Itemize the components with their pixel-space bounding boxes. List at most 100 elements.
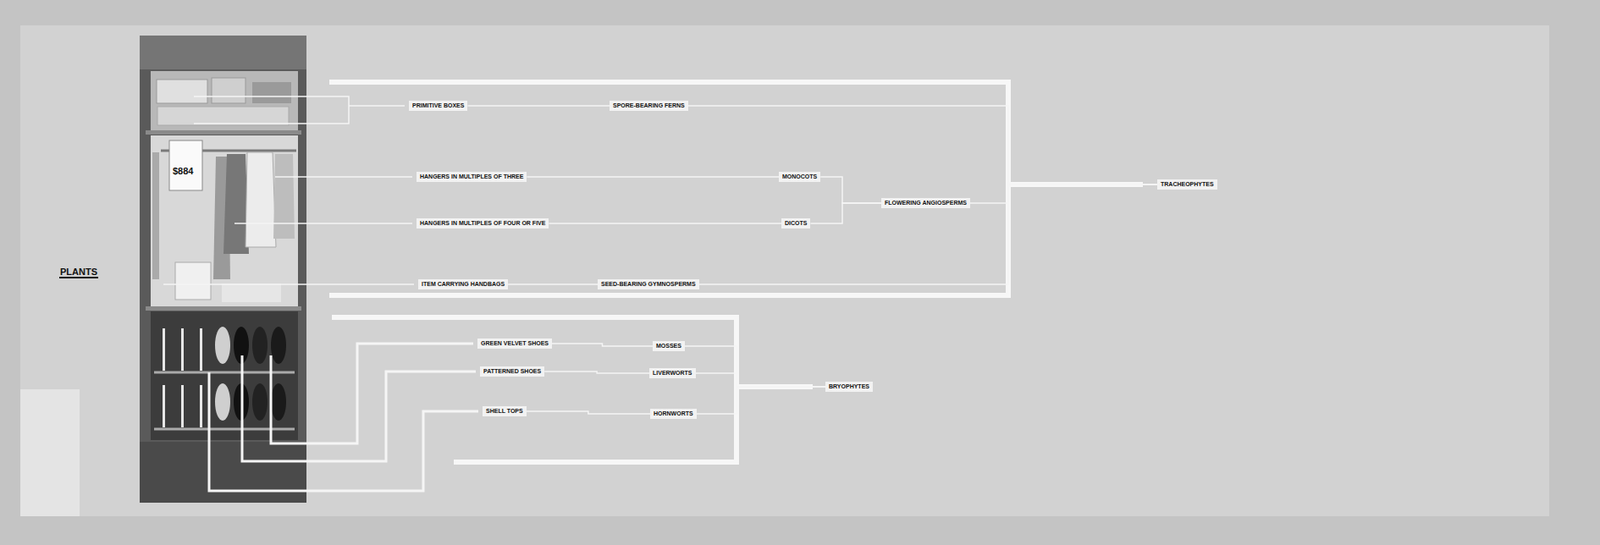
label-box: ITEM CARRYING HANDBAGS xyxy=(418,279,508,290)
node-text: SEED-BEARING GYMNOSPERMS xyxy=(601,281,696,288)
connector xyxy=(696,386,826,414)
label-box: BRYOPHYTES xyxy=(825,381,873,392)
connector xyxy=(688,105,1158,185)
closet-header xyxy=(139,35,307,70)
label-box: GREEN VELVET SHOES xyxy=(477,338,552,349)
garment xyxy=(273,154,295,239)
storage-box xyxy=(211,77,246,104)
leader-lines xyxy=(163,96,414,285)
leader-line xyxy=(242,355,476,462)
node-text: MOSSES xyxy=(656,342,682,350)
node-text: DICOTS xyxy=(784,220,807,227)
shoe-trees xyxy=(162,328,203,428)
node-text: FLOWERING ANGIOSPERMS xyxy=(884,199,967,207)
connector xyxy=(695,373,826,387)
label-box: TRACHEOPHYTES xyxy=(1157,179,1218,190)
node-text: ITEM CARRYING HANDBAGS xyxy=(421,281,505,288)
connector xyxy=(820,176,882,204)
node-text: SHELL TOPS xyxy=(485,408,524,415)
shoe-tree xyxy=(199,385,203,428)
shoe-tree xyxy=(162,385,166,428)
price-label: $884 xyxy=(172,165,194,177)
shoe xyxy=(252,383,268,421)
node-text: GREEN VELVET SHOES xyxy=(480,340,549,348)
leader-line xyxy=(209,372,479,492)
label-box: LIVERWORTS xyxy=(649,368,696,379)
shoe xyxy=(252,326,268,365)
shoe xyxy=(215,383,231,421)
connector xyxy=(548,222,782,225)
garment xyxy=(223,154,249,254)
shoe-tree xyxy=(181,385,184,428)
connector xyxy=(526,176,779,178)
shoe xyxy=(270,326,287,365)
handbag xyxy=(175,262,211,300)
shelf xyxy=(145,130,302,135)
connector xyxy=(684,346,826,387)
node-text: PATTERNED SHOES xyxy=(483,368,541,376)
label-box: HANGERS IN MULTIPLES OF THREE xyxy=(416,171,527,183)
label-box: PRIMITIVE BOXES xyxy=(408,100,468,111)
closet-frame xyxy=(139,35,307,503)
connector xyxy=(810,203,882,224)
paper-panel xyxy=(20,25,1550,517)
connector xyxy=(970,184,1158,204)
folded-item xyxy=(221,283,282,303)
label-box: HANGERS IN MULTIPLES OF FOUR OR FIVE xyxy=(416,218,549,229)
label-box: MOSSES xyxy=(652,341,685,352)
top-shelf xyxy=(150,71,298,131)
storage-box xyxy=(156,79,208,104)
closet-base xyxy=(139,441,307,503)
label-box: PATTERNED SHOES xyxy=(480,366,545,377)
node-text: TRACHEOPHYTES xyxy=(1160,181,1214,188)
tracheophyte-bracket xyxy=(329,82,1009,296)
shoe-rail xyxy=(154,371,295,375)
shelf xyxy=(145,306,302,311)
storage-box xyxy=(157,106,289,126)
bryophyte-bracket xyxy=(331,317,737,463)
node-text: HANGERS IN MULTIPLES OF FOUR OR FIVE xyxy=(419,220,546,227)
leader-line xyxy=(193,96,405,124)
shoe-leader-lines xyxy=(209,343,479,492)
connector xyxy=(526,411,651,414)
storage-box xyxy=(252,82,292,104)
node-text: PRIMITIVE BOXES xyxy=(412,102,464,110)
label-box: SPORE-BEARING FERNS xyxy=(609,100,689,111)
label-box: SEED-BEARING GYMNOSPERMS xyxy=(597,279,700,290)
leader-line xyxy=(163,283,414,286)
label-box: FLOWERING ANGIOSPERMS xyxy=(881,198,971,209)
label-box: MONOCOTS xyxy=(778,171,821,183)
connector xyxy=(699,184,1158,285)
node-text: BRYOPHYTES xyxy=(828,383,870,391)
shoe-section xyxy=(150,311,298,441)
paper-patch xyxy=(20,389,80,517)
price-tag xyxy=(169,140,203,191)
group-brackets xyxy=(329,82,1143,463)
shoe xyxy=(215,326,231,365)
connector xyxy=(467,104,610,107)
node-text: MONOCOTS xyxy=(782,173,817,181)
node-text: HANGERS IN MULTIPLES OF THREE xyxy=(419,173,524,181)
connector xyxy=(507,283,598,286)
shoe-tree xyxy=(199,328,203,371)
label-box: SHELL TOPS xyxy=(482,406,527,417)
label-box: DICOTS xyxy=(781,218,811,229)
leader-line xyxy=(275,176,413,178)
hook-strip xyxy=(152,152,160,280)
shoe-tree xyxy=(162,328,166,371)
shoe-tree xyxy=(181,328,184,371)
connector xyxy=(551,343,653,347)
leader-line xyxy=(270,343,474,444)
garment xyxy=(245,152,276,248)
node-text: SPORE-BEARING FERNS xyxy=(612,102,685,110)
shoe-rail xyxy=(154,428,295,431)
closet-photo xyxy=(139,35,307,503)
node-text: HORNWORTS xyxy=(653,410,694,418)
leader-line xyxy=(234,222,413,225)
diagram-title: PLANTS xyxy=(59,266,99,280)
label-box: HORNWORTS xyxy=(650,408,697,420)
node-text: LIVERWORTS xyxy=(652,369,693,377)
